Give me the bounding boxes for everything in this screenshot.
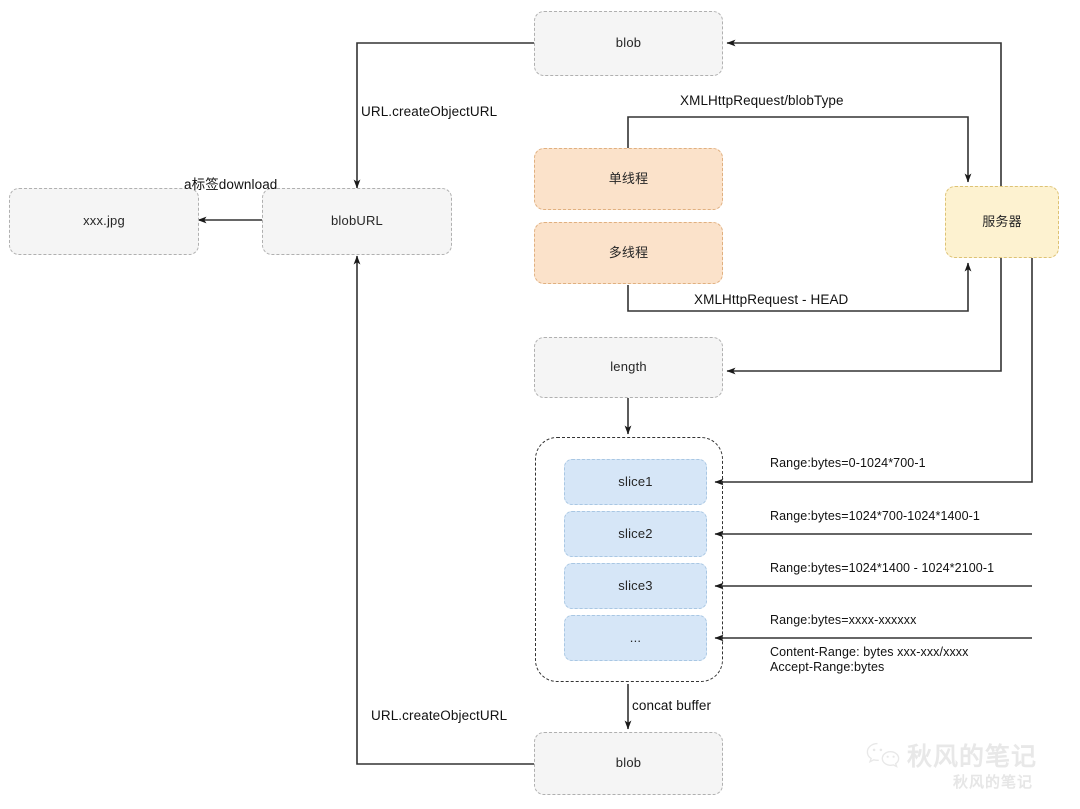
node-multi-thread[interactable]: 多线程 [534, 222, 723, 284]
node-blob-top-label: blob [615, 35, 642, 51]
label-xhr-blobtype: XMLHttpRequest/blobType [680, 93, 844, 108]
node-single-thread[interactable]: 单线程 [534, 148, 723, 210]
watermark-name: 秋风的笔记 [907, 743, 1038, 771]
node-bloburl[interactable]: blobURL [262, 188, 452, 255]
node-slice-more-label: ... [629, 629, 642, 645]
node-xxx-jpg-label: xxx.jpg [83, 213, 125, 229]
watermark-sub: 秋风的笔记 [953, 774, 1034, 791]
node-blob-top[interactable]: blob [534, 11, 723, 76]
label-range-1: Range:bytes=0-1024*700-1 [770, 456, 926, 470]
node-slice-more[interactable]: ... [564, 615, 707, 661]
edge-server-to-blob [726, 39, 1002, 186]
node-multi-thread-label: 多线程 [608, 244, 649, 260]
label-xhr-head: XMLHttpRequest - HEAD [694, 292, 849, 307]
node-length[interactable]: length [534, 337, 723, 398]
label-create-object-url-bottom: URL.createObjectURL [371, 708, 508, 723]
node-slice3[interactable]: slice3 [564, 563, 707, 609]
node-bloburl-label: blobURL [331, 213, 383, 229]
label-range-2: Range:bytes=1024*700-1024*1400-1 [770, 509, 980, 523]
node-slice2[interactable]: slice2 [564, 511, 707, 557]
slices-group [535, 437, 723, 682]
node-length-label: length [610, 359, 647, 375]
node-slice3-label: slice3 [618, 577, 653, 593]
label-accept-range: Accept-Range:bytes [770, 660, 885, 674]
edge-server-to-length [726, 258, 1002, 375]
wechat-icon [866, 742, 900, 768]
label-concat-buffer: concat buffer [632, 698, 712, 713]
node-slice1[interactable]: slice1 [564, 459, 707, 505]
node-server[interactable]: 服务器 [945, 186, 1059, 258]
label-range-3: Range:bytes=1024*1400 - 1024*2100-1 [770, 561, 995, 575]
label-a-tag-download: a标签download [184, 177, 278, 192]
label-content-range: Content-Range: bytes xxx-xxx/xxxx [770, 645, 969, 659]
node-blob-bottom[interactable]: blob [534, 732, 723, 795]
label-create-object-url-top: URL.createObjectURL [361, 104, 498, 119]
node-slice1-label: slice1 [618, 473, 653, 489]
label-range-4: Range:bytes=xxxx-xxxxxx [770, 613, 917, 627]
node-blob-bottom-label: blob [615, 755, 642, 771]
node-slice2-label: slice2 [618, 525, 653, 541]
watermark-main: 秋风的笔记 [866, 737, 1037, 773]
watermark: 秋风的笔记 秋风的笔记 [866, 737, 1037, 792]
node-xxx-jpg[interactable]: xxx.jpg [9, 188, 199, 255]
node-server-label: 服务器 [982, 213, 1022, 229]
edge-blob-bottom-to-bloburl [353, 255, 534, 765]
node-single-thread-label: 单线程 [608, 170, 649, 186]
